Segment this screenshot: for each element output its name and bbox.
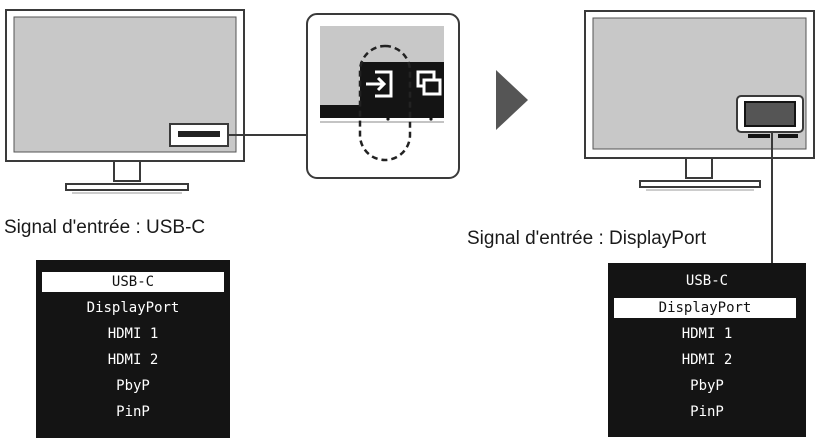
right-monitor-base (639, 180, 761, 188)
right-menu-item[interactable]: DisplayPort (614, 298, 796, 318)
left-monitor (5, 9, 245, 194)
right-menu-item[interactable]: USB-C (685, 273, 729, 289)
zoom-inset (306, 13, 460, 179)
right-menu-item[interactable]: HDMI 2 (681, 352, 733, 368)
left-menu-item[interactable]: USB-C (42, 272, 224, 292)
left-input-menu: USB-C DisplayPort HDMI 1 HDMI 2 PbyP Pin… (36, 260, 230, 438)
left-menu-item[interactable]: HDMI 2 (107, 352, 159, 368)
right-input-menu: USB-C DisplayPort HDMI 1 HDMI 2 PbyP Pin… (608, 263, 806, 437)
multi-screen-icon (416, 70, 442, 96)
input-switch-icon (366, 70, 393, 98)
left-monitor-base (65, 183, 189, 191)
right-caption: Signal d'entrée : DisplayPort (467, 228, 707, 249)
arrow-right-icon (496, 70, 528, 130)
left-menu-item[interactable]: PinP (116, 404, 150, 420)
right-menu-item[interactable]: PinP (690, 404, 724, 420)
left-menu-item[interactable]: PbyP (116, 378, 150, 394)
right-menu-item[interactable]: HDMI 1 (681, 326, 733, 342)
right-monitor-neck (685, 157, 713, 179)
left-caption: Signal d'entrée : USB-C (4, 217, 206, 238)
left-monitor-neck (113, 160, 141, 182)
right-menu-item[interactable]: PbyP (690, 378, 724, 394)
left-menu-item[interactable]: DisplayPort (86, 300, 180, 316)
left-menu-item[interactable]: HDMI 1 (107, 326, 159, 342)
dashed-selection (358, 44, 412, 162)
right-monitor (584, 10, 815, 191)
